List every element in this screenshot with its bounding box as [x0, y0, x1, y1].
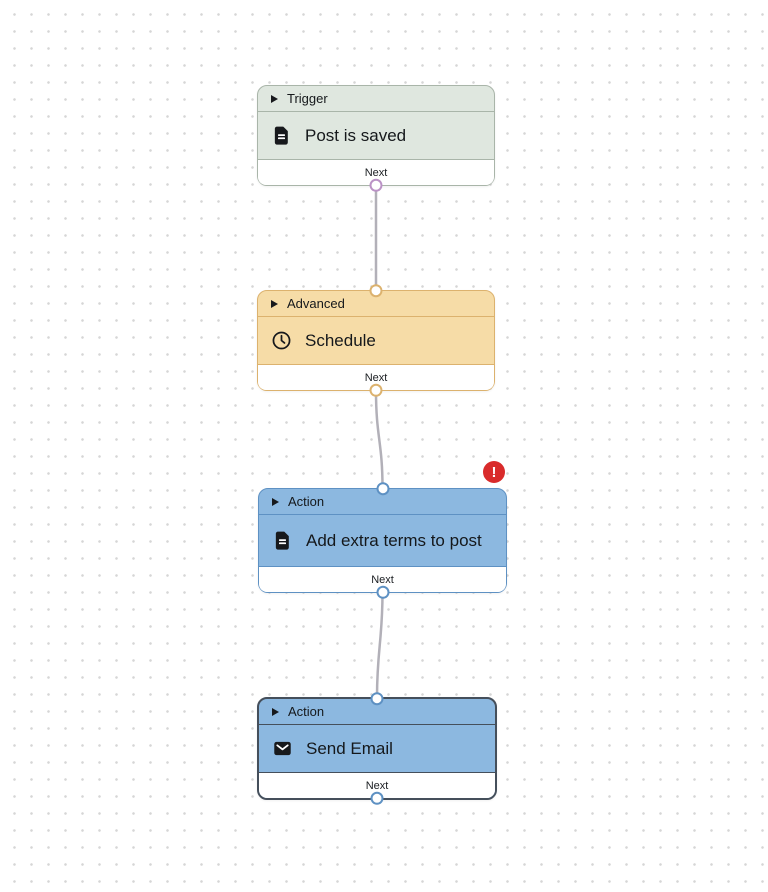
connector-edge[interactable] — [375, 592, 384, 698]
disclosure-triangle-icon[interactable] — [271, 299, 278, 308]
output-port[interactable] — [370, 791, 384, 805]
node-title: Send Email — [306, 738, 393, 758]
input-port[interactable] — [370, 692, 384, 706]
document-icon — [272, 530, 293, 551]
workflow-node-advanced[interactable]: Advanced Schedule Next ! — [257, 284, 495, 397]
node-body[interactable]: Schedule — [258, 317, 494, 364]
node-body[interactable]: Add extra terms to post — [259, 515, 506, 566]
disclosure-triangle-icon[interactable] — [272, 497, 279, 506]
next-label: Next — [364, 371, 388, 384]
node-header[interactable]: Action — [259, 699, 495, 725]
node-title: Schedule — [305, 330, 376, 350]
connector-edge[interactable] — [374, 390, 384, 489]
node-category-label: Advanced — [287, 296, 345, 311]
node-footer: Next — [258, 159, 494, 185]
error-badge[interactable]: ! — [483, 461, 505, 483]
input-port[interactable] — [376, 482, 389, 496]
node-header[interactable]: Trigger — [258, 86, 494, 112]
workflow-node-trigger[interactable]: Trigger Post is saved Next ! — [257, 85, 495, 192]
node-category-label: Action — [288, 494, 325, 509]
next-label: Next — [371, 573, 394, 586]
workflow-node-action-add-terms[interactable]: Action Add extra terms to post Next ! — [258, 461, 507, 599]
output-port[interactable] — [369, 178, 383, 192]
exclamation-icon: ! — [491, 463, 497, 481]
envelope-icon — [272, 738, 293, 759]
output-port[interactable] — [376, 585, 389, 599]
node-header[interactable]: Action — [259, 489, 506, 515]
workflow-node-action-send-email[interactable]: Action Send Email Next ! — [257, 692, 497, 805]
next-label: Next — [364, 166, 388, 179]
document-icon — [271, 125, 292, 146]
input-port[interactable] — [369, 284, 383, 298]
disclosure-triangle-icon[interactable] — [271, 94, 278, 103]
node-header[interactable]: Advanced — [258, 291, 494, 317]
next-label: Next — [365, 779, 389, 792]
disclosure-triangle-icon[interactable] — [272, 707, 279, 716]
node-body[interactable]: Send Email — [259, 725, 495, 772]
clock-icon — [271, 330, 292, 351]
node-category-label: Action — [288, 704, 325, 719]
node-body[interactable]: Post is saved — [258, 112, 494, 159]
node-title: Add extra terms to post — [306, 530, 482, 550]
output-port[interactable] — [369, 383, 383, 397]
node-title: Post is saved — [305, 125, 407, 145]
node-category-label: Trigger — [287, 91, 328, 106]
